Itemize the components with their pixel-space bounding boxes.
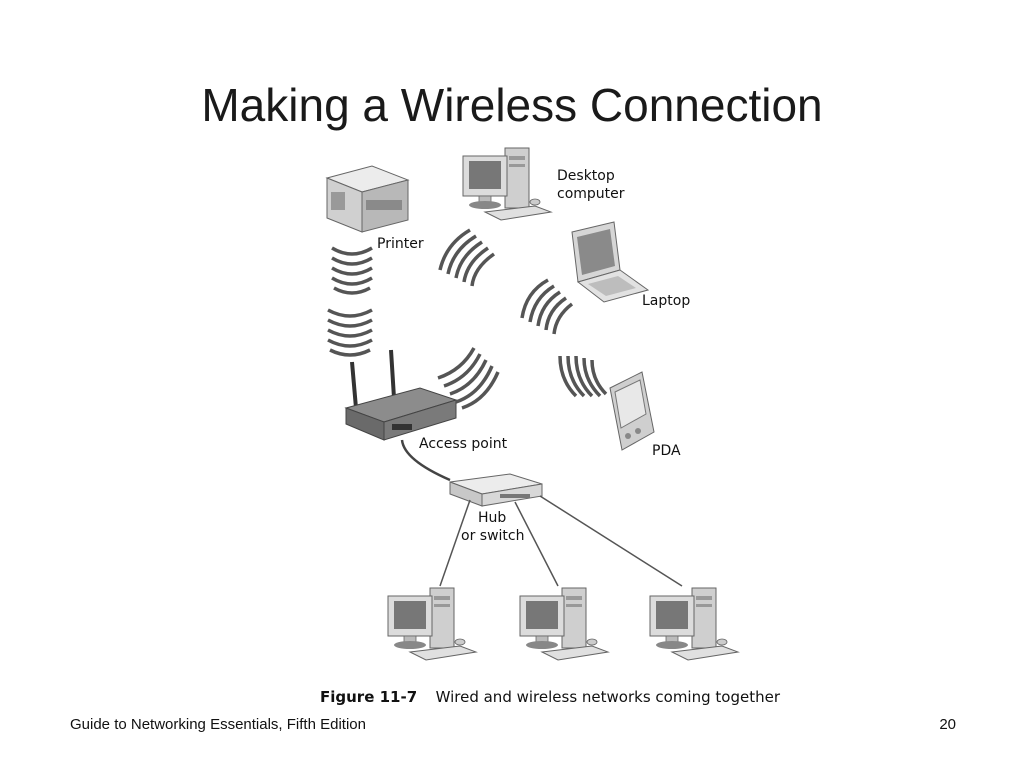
desktop-label-line2: computer xyxy=(557,186,625,202)
desktop-label-line1: Desktop xyxy=(557,168,615,184)
pda-label: PDA xyxy=(652,443,681,459)
hub-pc-cables xyxy=(439,495,683,587)
laptop-wireless-waves xyxy=(520,278,574,335)
ap-hub-cable xyxy=(400,439,451,482)
hub-switch-device xyxy=(449,473,543,507)
printer-wireless-waves xyxy=(327,246,373,357)
slide-title: Making a Wireless Connection xyxy=(201,79,823,131)
desktop-wireless-waves xyxy=(438,228,496,287)
printer-label: Printer xyxy=(377,236,424,252)
figure-caption-text: Wired and wireless networks coming toget… xyxy=(436,688,781,706)
laptop-label: Laptop xyxy=(642,293,690,309)
figure-caption: Figure 11-7 Wired and wireless networks … xyxy=(320,688,781,706)
footer-book-title: Guide to Networking Essentials, Fifth Ed… xyxy=(70,716,366,733)
figure-number: Figure 11-7 xyxy=(320,688,417,706)
wired-computer-1 xyxy=(387,587,477,661)
printer-device xyxy=(325,165,410,233)
desktop-computer xyxy=(462,147,552,221)
hub-label-line1: Hub xyxy=(478,510,506,526)
access-point-wireless-waves xyxy=(437,347,500,410)
access-point-label: Access point xyxy=(419,436,508,452)
access-point-device xyxy=(344,349,458,441)
wired-computer-3 xyxy=(649,587,739,661)
pda-wireless-waves xyxy=(558,355,608,398)
laptop-device xyxy=(571,221,650,303)
hub-label-line2: or switch xyxy=(461,528,524,544)
wired-computer-2 xyxy=(519,587,609,661)
pda-device xyxy=(609,371,655,451)
page-number: 20 xyxy=(939,716,956,733)
